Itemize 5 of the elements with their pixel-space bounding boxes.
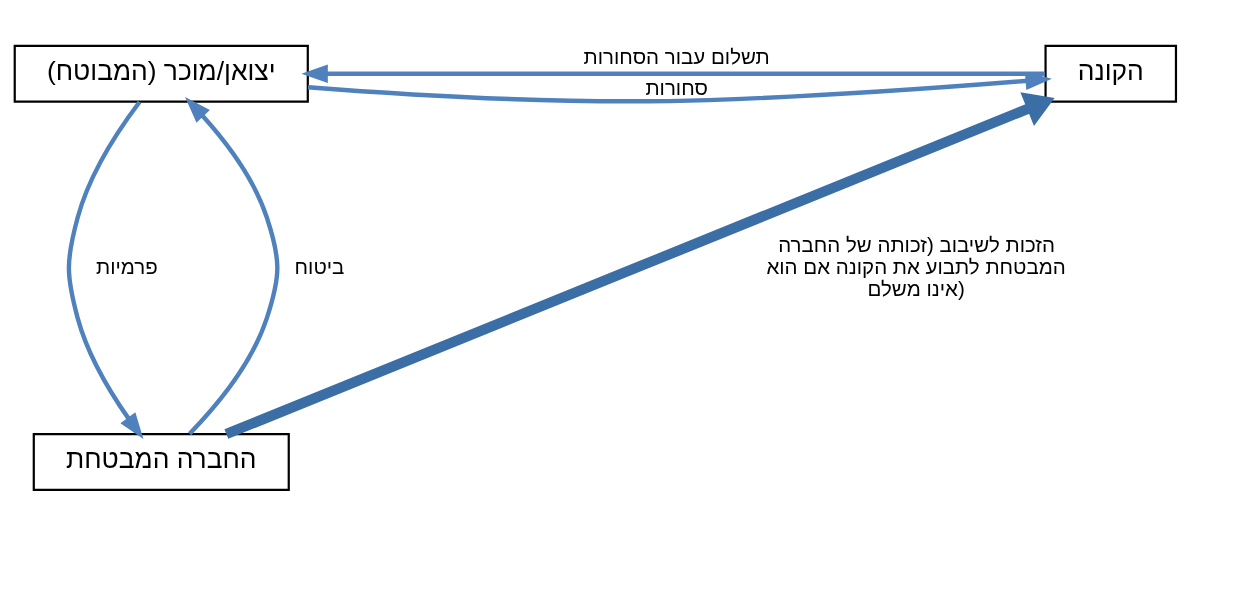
edge-label: תשלום עבור הסחורות (583, 44, 770, 68)
edge-label: פרמיות (96, 255, 158, 278)
edge-label: סחורות (645, 75, 708, 99)
edge-label: הזכות לשיבוב (זכותה של החברה המבטחת לתבוע את הקונה אם הוא אינו משלם) (766, 233, 1066, 300)
edge-label: ביטוח (294, 255, 345, 278)
